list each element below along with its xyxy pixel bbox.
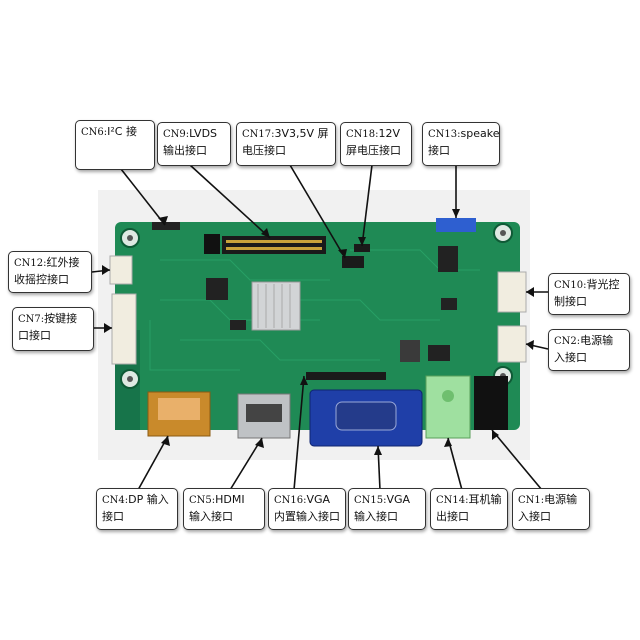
cn16-header <box>306 372 386 380</box>
label-code: CN12: <box>14 258 47 269</box>
label-code: CN9: <box>163 129 190 140</box>
label-cn9: CN9:LVDS 输出接口 <box>157 122 231 166</box>
label-cn16: CN16:VGA 内置输入接口 <box>268 488 346 530</box>
cn7-connector <box>111 293 137 365</box>
label-text: 3V3,5V 屏电压接口 <box>242 127 329 157</box>
label-cn14: CN14:耳机输出接口 <box>430 488 508 530</box>
label-text: DP 输入接口 <box>102 493 169 523</box>
label-cn5: CN5:HDMI 输入接口 <box>183 488 265 530</box>
label-code: CN5: <box>189 495 216 506</box>
label-code: CN18: <box>346 129 379 140</box>
label-text: speaker 接口 <box>428 127 500 157</box>
label-code: CN15: <box>354 495 387 506</box>
inductor <box>400 340 420 362</box>
chip <box>206 278 228 300</box>
label-cn10: CN10:背光控制接口 <box>548 273 630 315</box>
label-code: CN16: <box>274 495 307 506</box>
label-cn13: CN13:speaker 接口 <box>422 122 500 166</box>
label-code: CN10: <box>554 280 587 291</box>
label-text: LVDS 输出接口 <box>163 127 218 157</box>
cn18-header <box>354 244 370 252</box>
label-text: I²C 接 <box>107 125 137 138</box>
label-text: 电源输入接口 <box>554 334 614 364</box>
label-text: HDMI 输入接口 <box>189 493 245 523</box>
label-code: CN17: <box>242 129 275 140</box>
pcb <box>115 222 520 430</box>
label-cn7: CN7:按键接口接口 <box>12 307 94 351</box>
pointer-lines <box>91 154 549 491</box>
cn10-connector <box>497 271 527 313</box>
label-text: VGA 输入接口 <box>354 493 411 523</box>
label-code: CN13: <box>428 129 461 140</box>
chip <box>438 246 458 272</box>
cn13-connector <box>436 218 476 232</box>
label-text: VGA 内置输入接口 <box>274 493 340 523</box>
cn14-audio-jack <box>425 375 471 439</box>
label-cn2: CN2:电源输入接口 <box>548 329 630 371</box>
cn9-lvds-header <box>222 236 326 254</box>
label-cn18: CN18:12V 屏电压接口 <box>340 122 412 166</box>
label-code: CN7: <box>18 314 45 325</box>
label-cn6: CN6:I²C 接 <box>75 120 155 170</box>
label-code: CN4: <box>102 495 129 506</box>
cn2-connector <box>497 325 527 363</box>
label-text: 红外接收摇控接口 <box>14 256 80 286</box>
label-cn4: CN4:DP 输入接口 <box>96 488 178 530</box>
cn6-header <box>152 222 180 230</box>
label-code: CN14: <box>436 495 469 506</box>
label-code: CN2: <box>554 336 581 347</box>
cn17-header <box>342 256 364 268</box>
cn1-dc-jack <box>474 376 508 430</box>
label-text: 12V 屏电压接口 <box>346 127 401 157</box>
cn12-connector <box>109 255 133 285</box>
label-cn12: CN12:红外接收摇控接口 <box>8 251 92 293</box>
label-cn15: CN15:VGA 输入接口 <box>348 488 426 530</box>
heatsink <box>251 281 301 331</box>
label-text: 电源输入接口 <box>518 493 578 523</box>
label-cn1: CN1:电源输入接口 <box>512 488 590 530</box>
label-text: 按键接口接口 <box>18 312 78 342</box>
label-cn17: CN17:3V3,5V 屏电压接口 <box>236 122 336 166</box>
label-text: 耳机输出接口 <box>436 493 502 523</box>
label-code: CN1: <box>518 495 545 506</box>
label-code: CN6: <box>81 127 108 138</box>
label-text: 背光控制接口 <box>554 278 620 308</box>
